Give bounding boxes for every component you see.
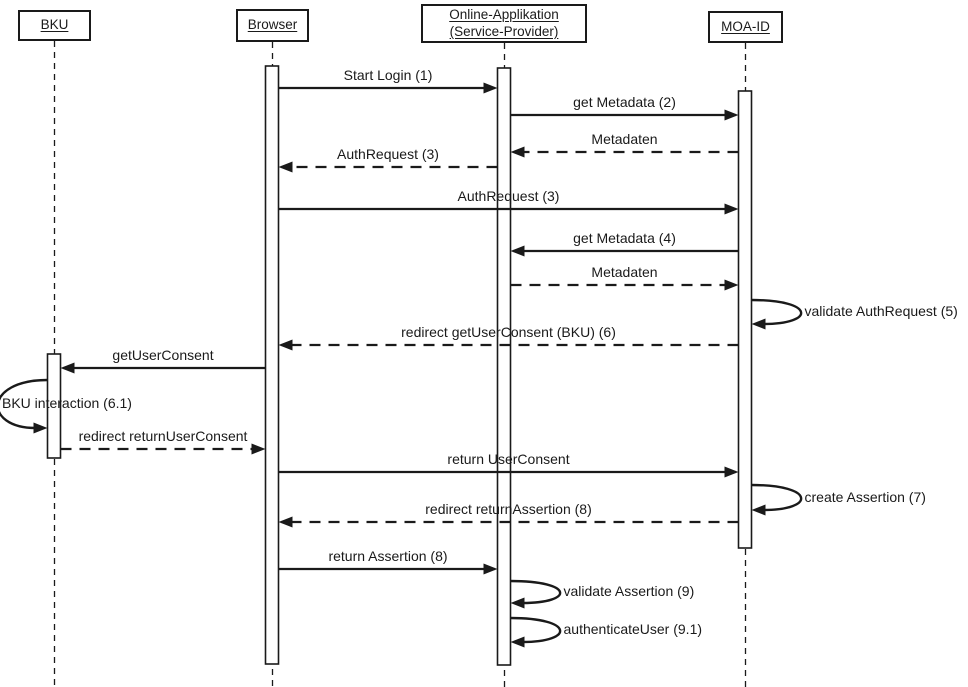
activation-bar-moa [737,90,753,549]
message-arrowhead [510,245,525,257]
self-message-arrowhead [751,504,766,516]
message-arrowhead [724,203,739,215]
activation-bar-bku [46,353,62,459]
message-arrowhead [251,443,266,455]
self-message-arc [510,579,562,605]
self-message-arrowhead [510,597,525,609]
message-arrowhead [483,82,498,94]
message-arrowhead [510,146,525,158]
self-message-arrowhead [33,422,48,434]
self-message-arc [0,378,48,430]
message-arrowhead [724,109,739,121]
message-arrowhead [724,279,739,291]
message-arrowhead [278,516,293,528]
message-arrowhead [278,339,293,351]
self-message-arc [751,483,803,512]
message-arrowhead [724,466,739,478]
self-message-arc [751,298,803,326]
message-arrowhead [278,161,293,173]
self-message-arc [510,616,562,644]
message-arrowhead [60,362,75,374]
self-message-arrowhead [510,636,525,648]
message-arrowhead [483,563,498,575]
self-message-arrowhead [751,318,766,330]
activation-bar-oa [496,67,512,666]
activation-bar-browser [264,65,280,665]
